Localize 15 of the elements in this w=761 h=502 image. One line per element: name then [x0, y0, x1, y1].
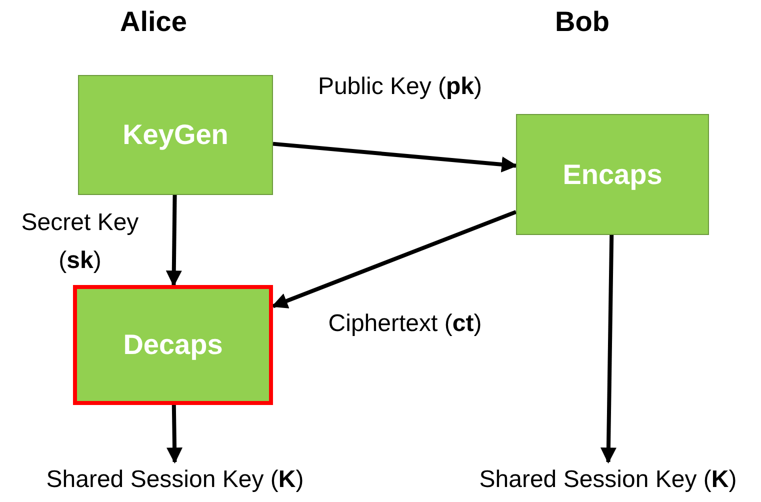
- column-heading: Alice: [120, 8, 187, 36]
- arrow: [600, 234, 616, 464]
- edge-label: Ciphertext (ct): [327, 309, 483, 339]
- arrow: [272, 210, 517, 308]
- arrow: [272, 142, 518, 172]
- column-heading: Bob: [555, 8, 610, 36]
- arrow: [166, 194, 182, 287]
- arrow: [166, 404, 183, 464]
- output-label: Shared Session Key (K): [458, 462, 758, 498]
- highlighted-process-box: Decaps: [73, 285, 273, 405]
- output-label: Shared Session Key (K): [20, 462, 330, 498]
- edge-label: Secret Key (sk): [20, 208, 140, 276]
- edge-label: Public Key (pk): [316, 72, 484, 102]
- process-box: KeyGen: [78, 75, 273, 195]
- process-box: Encaps: [516, 114, 709, 235]
